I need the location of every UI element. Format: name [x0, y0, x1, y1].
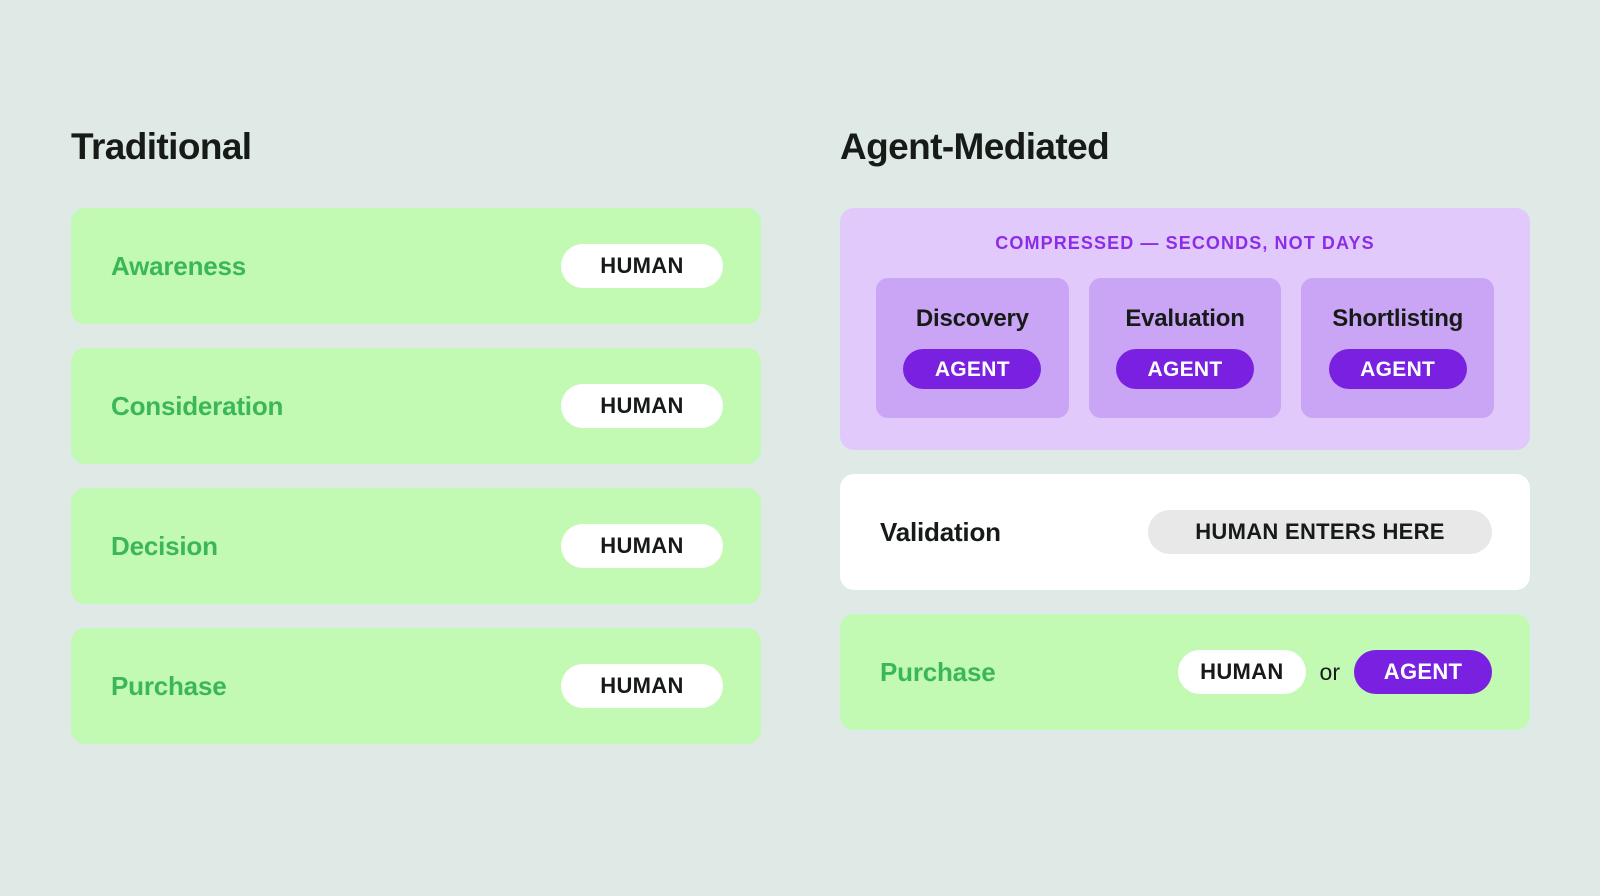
traditional-column-title: Traditional: [71, 126, 252, 167]
stage-actors: HUMAN: [561, 664, 723, 708]
agent-step-shortlisting[interactable]: Shortlisting AGENT: [1301, 278, 1495, 418]
stage-label: Purchase: [111, 671, 227, 701]
compressed-panel: COMPRESSED — SECONDS, NOT DAYS Discovery…: [840, 208, 1530, 450]
stage-actors: HUMAN or AGENT: [1178, 650, 1492, 694]
agent-mediated-column: Agent-Mediated COMPRESSED — SECONDS, NOT…: [840, 128, 1530, 754]
stage-row-decision[interactable]: Decision HUMAN: [71, 488, 761, 604]
agent-step-title: Discovery: [915, 305, 1029, 332]
actor-pill-human[interactable]: HUMAN: [561, 664, 723, 708]
actor-pill-human[interactable]: HUMAN: [561, 524, 723, 568]
stage-row-purchase-agent[interactable]: Purchase HUMAN or AGENT: [840, 614, 1530, 730]
actor-pill-human-enters-here[interactable]: HUMAN ENTERS HERE: [1148, 510, 1492, 554]
stage-label: Validation: [880, 517, 1001, 547]
stage-label: Decision: [111, 531, 218, 561]
stage-row-validation[interactable]: Validation HUMAN ENTERS HERE: [840, 474, 1530, 590]
agent-step-title: Evaluation: [1125, 305, 1245, 332]
agent-step-title: Shortlisting: [1332, 305, 1464, 332]
compressed-caption: COMPRESSED — SECONDS, NOT DAYS: [995, 233, 1375, 253]
actor-conjunction: or: [1319, 658, 1340, 685]
stage-actors: HUMAN: [561, 524, 723, 568]
stage-row-consideration[interactable]: Consideration HUMAN: [71, 348, 761, 464]
agent-step-evaluation[interactable]: Evaluation AGENT: [1088, 278, 1282, 418]
stage-actors: HUMAN: [561, 244, 723, 288]
stage-row-awareness[interactable]: Awareness HUMAN: [71, 208, 761, 324]
stage-label: Purchase: [880, 657, 996, 687]
stage-actors: HUMAN ENTERS HERE: [1148, 510, 1492, 554]
actor-pill-human[interactable]: HUMAN: [1178, 650, 1306, 694]
agent-step-discovery[interactable]: Discovery AGENT: [876, 278, 1069, 418]
stage-label: Awareness: [111, 251, 247, 281]
agent-mediated-column-title: Agent-Mediated: [840, 126, 1110, 167]
traditional-column: Traditional Awareness HUMAN Consideratio…: [71, 128, 761, 768]
stage-actors: HUMAN: [561, 384, 723, 428]
stage-row-purchase[interactable]: Purchase HUMAN: [71, 628, 761, 744]
actor-pill-human[interactable]: HUMAN: [561, 384, 723, 428]
actor-pill-agent[interactable]: AGENT: [903, 349, 1042, 389]
actor-pill-human[interactable]: HUMAN: [561, 244, 723, 288]
actor-pill-agent[interactable]: AGENT: [1328, 349, 1467, 389]
actor-pill-agent[interactable]: AGENT: [1116, 349, 1254, 389]
stage-label: Consideration: [111, 391, 284, 421]
agent-steps-group: Discovery AGENT Evaluation AGENT Shortli…: [876, 278, 1495, 418]
actor-pill-agent[interactable]: AGENT: [1354, 650, 1492, 694]
